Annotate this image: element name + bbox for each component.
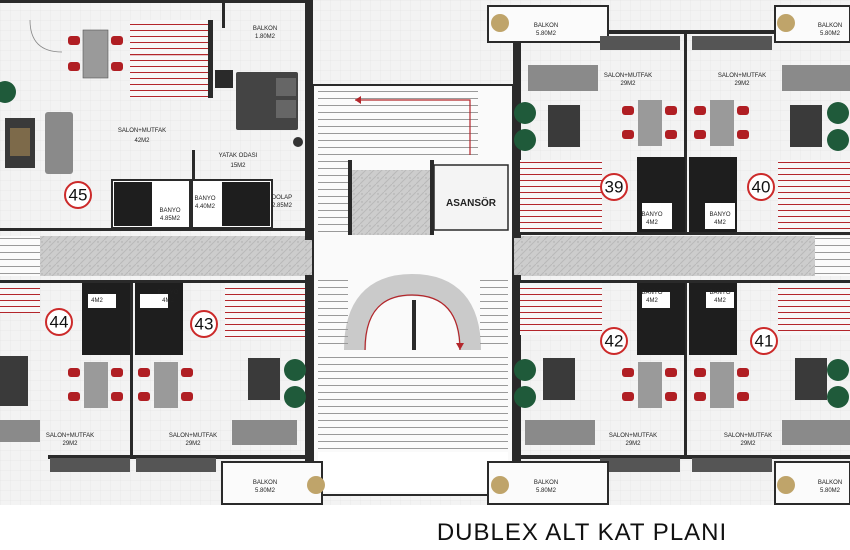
room-label-banyo-43: BANYO: [157, 290, 178, 296]
room-area-salon-41: 29M2: [740, 441, 756, 447]
apartment-45: SALON+MUTFAK 42M2 BALKON 1.80M2 YATAK OD…: [0, 19, 303, 229]
apartment-number: 41: [755, 332, 774, 351]
room-area-salon-43: 29M2: [185, 441, 201, 447]
room-area-balkon-41: 5.80M2: [820, 488, 841, 494]
apartment-number-badge: [600, 173, 628, 201]
room-label-salon-42: SALON+MUTFAK: [609, 433, 657, 439]
apartment-number-badge: [45, 308, 73, 336]
room-area-dolap-45: 2.85M2: [272, 203, 293, 209]
dining-table: [622, 100, 749, 146]
apartment-number: 40: [752, 178, 771, 197]
room-label-balkon-39: BALKON: [534, 23, 558, 29]
elevator-label: ASANSÖR: [446, 196, 497, 209]
room-label-balkon-43: BALKON: [253, 480, 277, 486]
room-area-balkon-45: 1.80M2: [255, 34, 276, 40]
apartment-number: 39: [605, 178, 624, 197]
apartment-number: 42: [605, 332, 624, 351]
room-label-banyo-44: BANYO: [86, 290, 107, 296]
room-area-banyo-39: 4M2: [646, 220, 658, 226]
room-area-banyo-43: 4M2: [162, 298, 174, 304]
room-label-yatak-45: YATAK ODASI: [219, 153, 258, 159]
room-area-salon-42: 29M2: [625, 441, 641, 447]
room-label-banyo-39: BANYO: [641, 212, 662, 218]
apartment-number-badge: [750, 327, 778, 355]
room-area-banyo-44: 4M2: [91, 298, 103, 304]
room-label-salon-41: SALON+MUTFAK: [724, 433, 772, 439]
apartment-number: 44: [50, 313, 69, 332]
apartments-39-40: BALKON 5.80M2 BALKON 5.80M2 SALON+MUTFAK…: [487, 5, 850, 232]
apartment-number-badge: [747, 173, 775, 201]
room-label-salon-40: SALON+MUTFAK: [718, 73, 766, 79]
room-area-banyo-41: 4M2: [714, 298, 726, 304]
room-area-salon-39: 29M2: [620, 81, 636, 87]
dining-table: [622, 362, 749, 408]
apartment-number-badge: [190, 310, 218, 338]
room-area-yatak-45: 15M2: [230, 163, 246, 169]
room-label-balkon-45: BALKON: [253, 26, 277, 32]
room-label-salon-43: SALON+MUTFAK: [169, 433, 217, 439]
dining-table: [68, 362, 193, 408]
room-label-banyo-40: BANYO: [709, 212, 730, 218]
plan-title: DUBLEX ALT KAT PLANI: [437, 519, 727, 546]
room-area-balkon-43: 5.80M2: [255, 488, 276, 494]
room-area-banyo-b-45: 4.40M2: [195, 204, 216, 210]
room-area-balkon-39: 5.80M2: [536, 31, 557, 37]
apartments-42-41: BANYO 4M2 BANYO 4M2 SALON+MUTFAK 29M2 SA…: [487, 283, 850, 505]
dining-table: [68, 29, 123, 79]
central-core: ASANSÖR: [312, 84, 514, 496]
apartment-number: 43: [195, 315, 214, 334]
room-label-dolap-45: DOLAP: [272, 195, 292, 201]
apartment-number-badge: [64, 181, 92, 209]
apartments-44-43: BANYO 4M2 BANYO 4M2 SALON+MUTFAK 29M2 SA…: [0, 283, 325, 505]
room-area-balkon-40: 5.80M2: [820, 31, 841, 37]
apartment-number-badge: [600, 327, 628, 355]
room-area-salon-40: 29M2: [734, 81, 750, 87]
room-area-salon-44: 29M2: [62, 441, 78, 447]
room-label-banyo-a-45: BANYO: [159, 208, 180, 214]
room-label-balkon-41: BALKON: [818, 480, 842, 486]
room-label-banyo-42: BANYO: [641, 290, 662, 296]
room-area-salon-45: 42M2: [134, 138, 150, 144]
room-label-balkon-42: BALKON: [534, 480, 558, 486]
apartment-number: 45: [69, 186, 88, 205]
room-label-banyo-41: BANYO: [709, 290, 730, 296]
room-label-salon-44: SALON+MUTFAK: [46, 433, 94, 439]
room-area-balkon-42: 5.80M2: [536, 488, 557, 494]
room-area-banyo-40: 4M2: [714, 220, 726, 226]
room-label-balkon-40: BALKON: [818, 23, 842, 29]
room-label-banyo-b-45: BANYO: [194, 196, 215, 202]
room-label-salon-39: SALON+MUTFAK: [604, 73, 652, 79]
room-area-banyo-42: 4M2: [646, 298, 658, 304]
room-area-banyo-a-45: 4.85M2: [160, 216, 181, 222]
room-label-salon-45: SALON+MUTFAK: [118, 128, 166, 134]
